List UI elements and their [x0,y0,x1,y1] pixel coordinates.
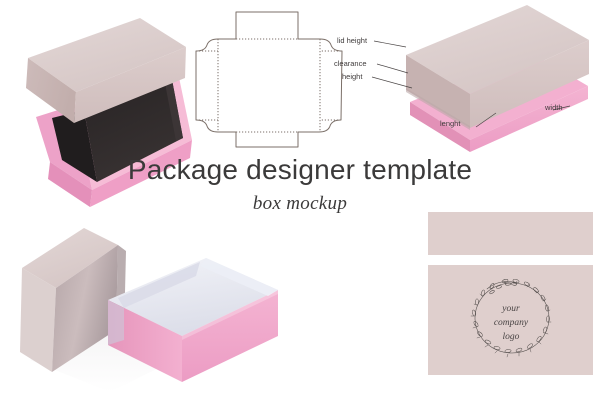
box-dieline-template [195,11,343,148]
mockup-open-box-white [20,228,278,392]
mockup-open-box-black [26,18,192,207]
annotation-clearance: clearance [334,59,367,68]
logo-placeholder-text: your company logo [476,303,546,344]
flat-panels [428,212,593,375]
flat-panel-strip [428,212,593,255]
wreath-logo-ornament [470,279,552,358]
annotation-lid-height: lid height [337,36,368,45]
mockup-closed-box-dimensions [371,5,589,152]
annotation-lenght: lenght [440,119,461,128]
logo-line-1: your [502,304,520,314]
annotation-height: height [342,72,363,81]
logo-line-3: logo [502,331,520,342]
logo-line-2: company [493,317,529,328]
annotation-width: width [545,103,563,112]
